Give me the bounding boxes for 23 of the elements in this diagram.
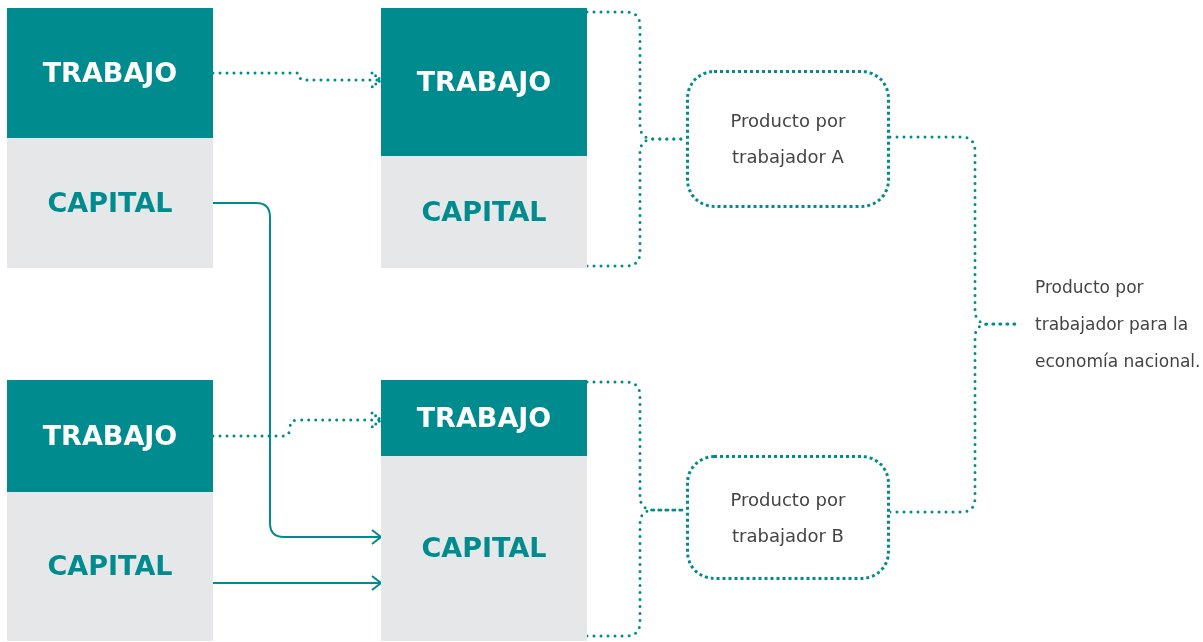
rounded-dotted-box [686, 70, 890, 208]
labor-block [381, 380, 587, 456]
arrow [212, 575, 382, 591]
block-label: CAPITAL [47, 185, 173, 220]
block-label: CAPITAL [421, 531, 547, 566]
result-text: Producto por trabajador para la economía nacional. [1035, 275, 1202, 373]
capital-block [381, 456, 587, 641]
arrow [212, 202, 382, 545]
capital-block [381, 156, 587, 268]
box-label: Producto por trabajador A [729, 109, 847, 169]
block-label: TRABAJO [42, 55, 178, 90]
rounded-dotted-box [686, 455, 890, 580]
block-label: TRABAJO [416, 64, 552, 99]
block-label: CAPITAL [47, 549, 173, 584]
capital-block [7, 492, 213, 641]
labor-block [381, 8, 587, 156]
box-label: Producto por trabajador B [729, 487, 847, 548]
block-label: CAPITAL [421, 194, 547, 229]
labor-block [7, 8, 213, 138]
block-label: TRABAJO [42, 418, 178, 453]
block-label: TRABAJO [416, 400, 552, 435]
labor-block [7, 380, 213, 492]
capital-block [7, 138, 213, 268]
